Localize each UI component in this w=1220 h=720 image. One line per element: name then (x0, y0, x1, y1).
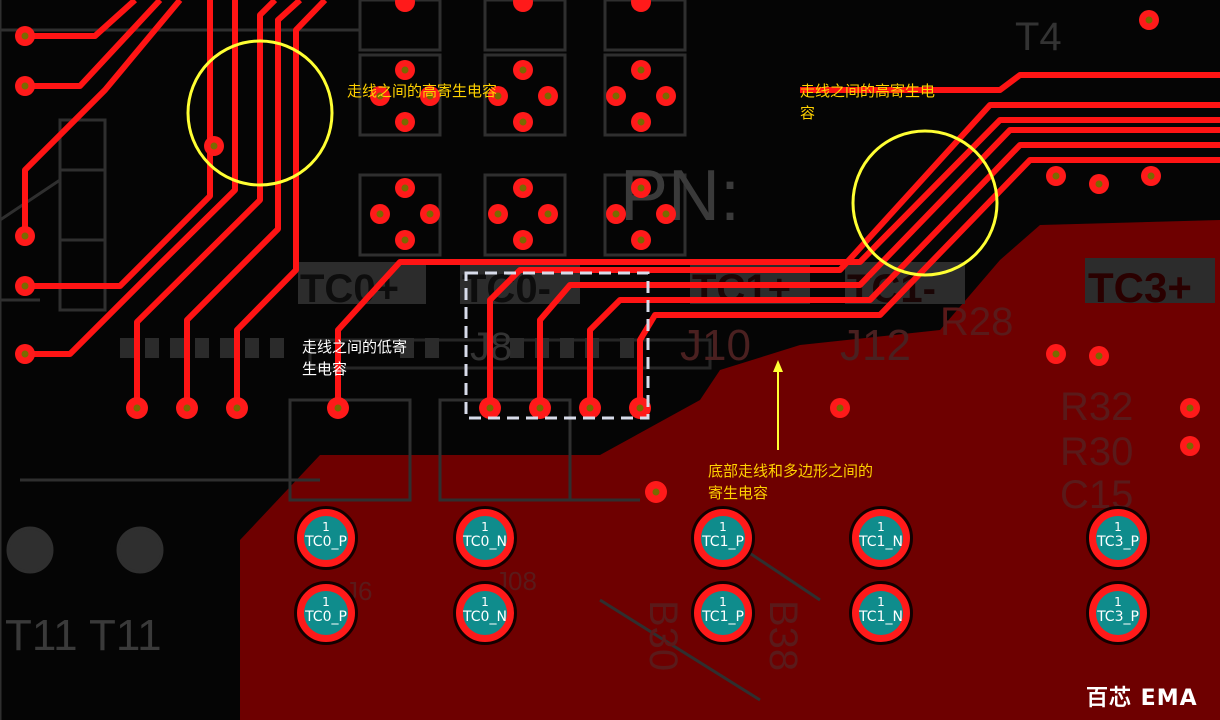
vias (15, 0, 1200, 503)
silk-r30: R30 (1060, 430, 1133, 474)
silk-tc1-plus: TC1+ (692, 267, 791, 311)
annotation-high-cap-right-line1: 走线之间的高寄生电 (800, 82, 936, 100)
annotation-high-cap-left: 走线之间的高寄生电容 (347, 82, 498, 100)
highlight-circle-left (186, 39, 334, 187)
silk-j12: J12 (840, 321, 911, 370)
annotation-bottom-polygon-line2: 寄生电容 (708, 484, 769, 502)
silk-tc3-plus: TC3+ (1088, 264, 1192, 311)
silk-r28: R28 (940, 300, 1013, 344)
brand-logo: 百芯 EMA (1086, 686, 1198, 711)
annotation-low-cap-line2: 生电容 (302, 360, 348, 378)
annotation-low-cap: 走线之间的低寄 生电容 (302, 336, 407, 380)
annotation-low-cap-line1: 走线之间的低寄 (302, 338, 408, 356)
silk-t4: T4 (1015, 15, 1062, 59)
annotation-high-cap-right-line2: 容 (800, 104, 816, 122)
signal-traces (22, 0, 1220, 408)
silk-j10: J10 (680, 321, 751, 370)
silk-t11: T11 T11 (5, 611, 162, 660)
highlight-dashed-box (464, 271, 650, 420)
silk-b30: B30 (641, 600, 685, 671)
annotation-bottom-polygon-line1: 底部走线和多边形之间的 (708, 462, 874, 480)
silkscreen-outlines (0, 0, 821, 720)
silk-r32: R32 (1060, 385, 1133, 429)
annotation-high-cap-right: 走线之间的高寄生电 容 (800, 80, 935, 124)
highlight-circle-right (851, 129, 999, 277)
silk-tc0-plus: TC0+ (300, 267, 399, 311)
annotation-bottom-polygon-cap: 底部走线和多边形之间的 寄生电容 (708, 460, 873, 504)
silk-b38: B38 (761, 600, 805, 671)
annotation-arrow (773, 360, 783, 450)
